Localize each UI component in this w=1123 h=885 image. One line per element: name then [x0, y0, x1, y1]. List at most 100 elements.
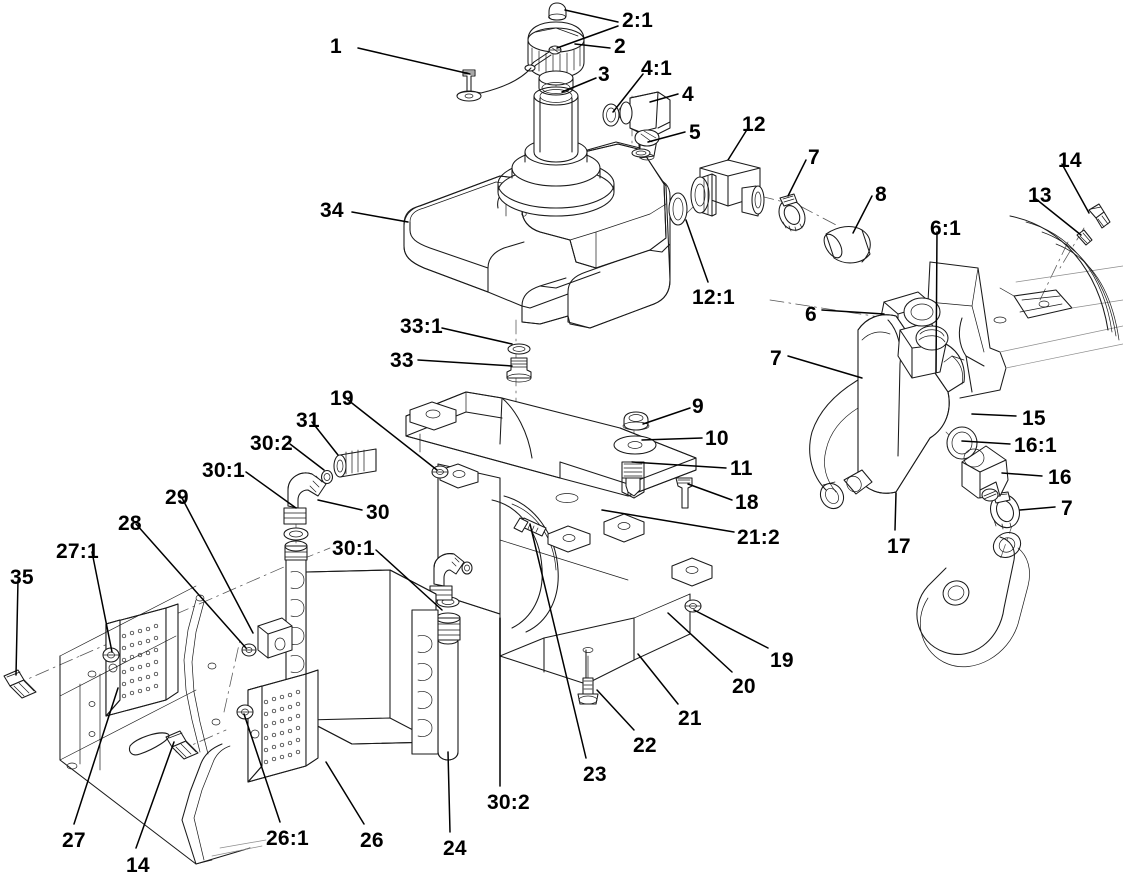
- leader-c1: [357, 47, 471, 75]
- screw-22: [577, 647, 599, 705]
- leader-c8: [852, 195, 873, 234]
- callout-label-2-1: 2:1: [622, 9, 653, 32]
- leader-c4_1: [612, 73, 644, 113]
- callout-label-4: 4: [682, 83, 694, 106]
- fastener-13: [1076, 229, 1093, 246]
- leader-c33_1: [441, 327, 513, 345]
- leader-c23: [529, 523, 587, 759]
- perforation-pattern-26: [263, 689, 301, 765]
- leader-c21: [637, 653, 679, 705]
- callout-label-17: 17: [887, 535, 911, 558]
- leader-c6_1: [935, 231, 938, 373]
- callout-label-22: 22: [633, 734, 657, 757]
- callout-label-15: 15: [1022, 407, 1046, 430]
- leader-c6: [821, 309, 885, 315]
- hose-clamp-7-top: [778, 193, 806, 232]
- leader-c12: [727, 127, 749, 161]
- leader-c31: [311, 421, 339, 456]
- leader-c2_1b: [556, 25, 619, 49]
- screen-guard-26: [247, 669, 319, 783]
- callout-label-2: 2: [614, 35, 626, 58]
- callout-label-1: 1: [330, 35, 342, 58]
- callout-label-27: 27: [62, 829, 86, 852]
- callout-label-8: 8: [875, 183, 887, 206]
- leader-c7a: [787, 159, 807, 197]
- callout-label-30: 30: [366, 501, 390, 524]
- leader-c16_1: [961, 440, 1011, 445]
- callout-label-7: 7: [770, 347, 782, 370]
- callout-label-14: 14: [1058, 149, 1082, 172]
- callout-label-10: 10: [705, 427, 729, 450]
- leader-c20: [667, 612, 733, 673]
- callout-label-6-1: 6:1: [930, 217, 961, 240]
- leader-c30a: [317, 499, 363, 511]
- callout-label-12-1: 12:1: [692, 286, 735, 309]
- callout-label-7: 7: [808, 146, 820, 169]
- elbow-30-upper: [283, 472, 327, 525]
- leader-c34: [351, 211, 409, 223]
- leader-c7c: [1019, 506, 1056, 511]
- tee-fitting-12: [690, 159, 765, 217]
- leader-c26_1: [243, 713, 281, 823]
- callout-label-16-1: 16:1: [1014, 434, 1057, 457]
- leader-c17: [894, 492, 897, 531]
- oring-33-1: [507, 343, 531, 355]
- clamp-block-29: [257, 617, 293, 659]
- oring-30-1-upper: [283, 527, 309, 541]
- screw-18: [675, 477, 693, 509]
- fitting-5: [631, 129, 660, 158]
- leader-c14a: [1061, 163, 1090, 214]
- leader-c27: [73, 687, 119, 825]
- bolt-23: [513, 517, 547, 537]
- callout-label-24: 24: [443, 837, 467, 860]
- leader-c30_1b: [375, 549, 443, 611]
- callout-label-3: 3: [598, 63, 610, 86]
- washer-9: [622, 411, 650, 431]
- callout-label-11: 11: [730, 457, 753, 480]
- leader-c24: [447, 751, 451, 833]
- leader-c10: [641, 437, 703, 441]
- oring-16-1: [946, 426, 978, 460]
- callout-label-27-1: 27:1: [56, 540, 99, 563]
- left-strut: [183, 594, 209, 755]
- callout-label-13: 13: [1028, 184, 1052, 207]
- leader-c30_2a: [289, 443, 325, 471]
- leader-c26: [325, 761, 365, 825]
- callout-label-19: 19: [770, 649, 794, 672]
- machine-frame-right: [927, 215, 1123, 399]
- leader-c5: [647, 131, 686, 143]
- callout-label-33: 33: [390, 349, 414, 372]
- callout-label-34: 34: [320, 199, 344, 222]
- leader-c9: [642, 407, 691, 425]
- leader-c35: [15, 579, 19, 676]
- screw-14-lower: [165, 730, 199, 760]
- leader-c29: [181, 497, 254, 634]
- leader-c4: [649, 93, 679, 103]
- callout-label-30-1: 30:1: [202, 459, 245, 482]
- hose-8: [823, 225, 871, 264]
- leader-c27_1: [91, 551, 113, 653]
- tank-strap-cable: [480, 67, 532, 94]
- leader-c15: [971, 413, 1017, 417]
- callout-label-30-2: 30:2: [487, 791, 530, 814]
- leader-c30_1a: [245, 471, 297, 509]
- cap-vent-plug: [548, 2, 567, 21]
- callout-label-20: 20: [732, 675, 756, 698]
- callout-label-16: 16: [1048, 466, 1072, 489]
- callout-label-14: 14: [126, 854, 150, 877]
- o-ring-12-1: [668, 192, 688, 226]
- callout-label-7: 7: [1061, 497, 1073, 520]
- callout-label-26-1: 26:1: [266, 827, 309, 850]
- leader-c2_1: [564, 9, 619, 23]
- tank-strap-screw: [456, 69, 482, 102]
- fitting-16: [961, 445, 1009, 502]
- tube-24: [437, 635, 459, 761]
- callout-label-21-2: 21:2: [737, 526, 780, 549]
- callout-label-19: 19: [330, 387, 354, 410]
- callout-label-12: 12: [742, 113, 766, 136]
- drain-plug-33: [506, 357, 532, 383]
- callout-label-30-1: 30:1: [332, 537, 375, 560]
- leader-c7b: [787, 355, 863, 379]
- callout-label-23: 23: [583, 763, 607, 786]
